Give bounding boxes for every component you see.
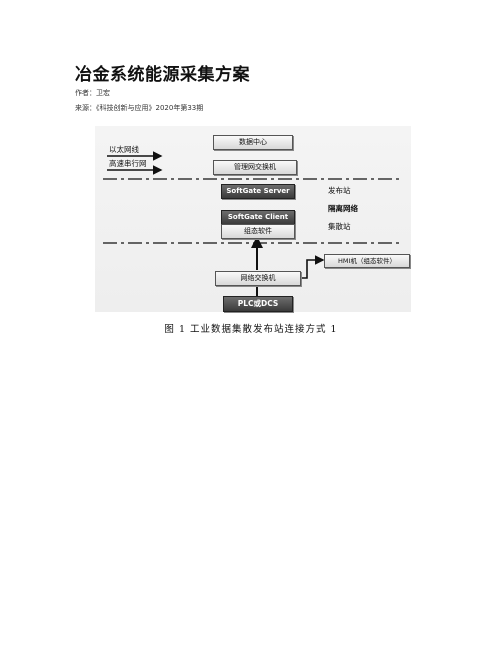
isolation-network-label: 隔离网络 bbox=[328, 204, 358, 213]
mgmt-switch-box: 管理网交换机 bbox=[213, 160, 297, 175]
softgate-client-box: SoftGate Client bbox=[221, 210, 295, 225]
source-line: 来源：《科技创新与应用》2020年第33期 bbox=[75, 104, 204, 112]
plc-box: PLC或DCS bbox=[223, 296, 293, 312]
publish-station-label: 发布站 bbox=[328, 186, 351, 195]
serial-label: 高速串行网 bbox=[109, 159, 147, 168]
hmi-box: HMI机（组态软件） bbox=[324, 254, 410, 268]
hmi-connector bbox=[299, 255, 325, 279]
author-line: 作者：卫宏 bbox=[75, 89, 110, 97]
softgate-server-box: SoftGate Server bbox=[221, 184, 295, 199]
net-switch-box: 网络交换机 bbox=[215, 271, 301, 286]
figure-caption: 图 1 工业数据集散发布站连接方式 1 bbox=[164, 324, 338, 335]
network-diagram: 以太网线 高速串行网 数据中心 管理网交换机 SoftGate Server S… bbox=[95, 126, 411, 312]
data-center-box: 数据中心 bbox=[213, 135, 293, 150]
diagram-lines bbox=[103, 151, 403, 296]
document-title: 冶金系统能源采集方案 bbox=[75, 65, 250, 85]
config-software-box: 组态软件 bbox=[221, 224, 295, 239]
collect-station-label: 集散站 bbox=[328, 222, 351, 231]
ethernet-label: 以太网线 bbox=[109, 145, 139, 154]
